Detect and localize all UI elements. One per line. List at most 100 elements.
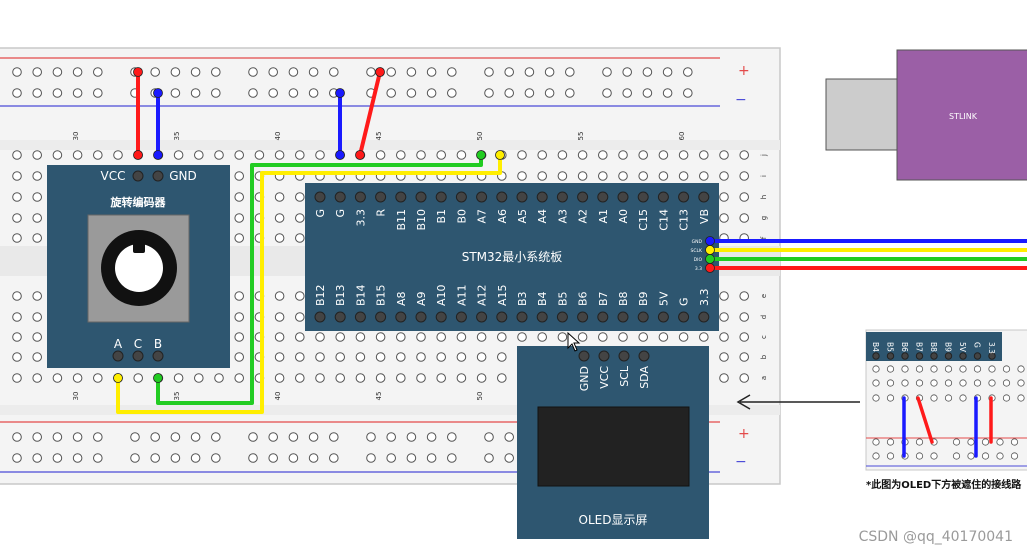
row-letter: e [760,294,768,298]
stm32-bottom-pin [678,311,690,323]
rail-hole [211,432,221,442]
rail-hole [150,453,160,463]
rail-hole [12,67,22,77]
breadboard-hole [416,352,426,362]
rail-hole [447,453,457,463]
inset-hole [930,394,938,402]
stm32-bottom-pin [455,311,467,323]
stm32-top-pin [597,191,609,203]
breadboard-hole [557,332,568,342]
stm32-top-pin-label: R [375,209,388,217]
wire-red-rail [358,70,382,157]
breadboard-hole [577,150,588,160]
breadboard-hole [12,352,22,362]
inset-pin [988,352,996,360]
breadboard-hole [739,312,750,322]
encoder-gnd-label: GND [169,169,197,183]
stm32-top-pin [698,191,710,203]
rail-hole [386,453,397,463]
stm32-bottom-pin [637,311,649,323]
breadboard-hole [234,332,244,342]
inset-wire-red-1 [916,396,934,444]
wire-end [375,67,385,77]
breadboard-hole [739,192,750,202]
inset-pin [959,352,967,360]
column-number-top: 55 [577,132,585,141]
stm32-top-pin [395,191,407,203]
breadboard-hole [396,373,406,383]
breadboard-hole [456,332,467,342]
breadboard-hole [537,150,548,160]
inset-note: *此图为OLED下方被遮住的接线路 [866,480,1022,491]
inset-hole [1017,379,1025,387]
rail-hole [426,432,437,442]
breadboard-hole [658,150,669,160]
inset-hole [1017,394,1025,402]
rail-hole [130,432,140,442]
row-letter: h [760,195,768,199]
breadboard-hole [12,192,22,202]
breadboard-hole [274,352,285,362]
rail-hole [72,88,83,98]
breadboard-hole [234,192,244,202]
wire-green-encoder-b [156,155,483,405]
wire-end [335,88,345,98]
rail-hole [93,432,103,442]
inset-hole [901,365,909,373]
breadboard-hole [52,373,63,383]
stm32-top-pin-label: B11 [395,209,408,231]
rail-hole [248,67,258,77]
breadboard-hole [12,332,22,342]
breadboard-hole [315,332,325,342]
rail-hole [288,453,299,463]
stm32-top-pin-label: C14 [657,209,670,231]
column-number-top: 35 [173,132,181,141]
rail-hole [642,88,653,98]
rail-hole [211,453,221,463]
rail-hole [308,88,319,98]
breadboard-hole [173,373,184,383]
breadboard-hole [295,213,305,223]
rail-hole [386,432,397,442]
breadboard-hole [638,332,649,342]
encoder-pin-gnd [152,170,164,182]
breadboard-hole [436,352,447,362]
rail-hole [426,453,437,463]
breadboard-hole [355,332,366,342]
breadboard-hole [537,171,548,181]
breadboard-hole [234,373,244,383]
breadboard-hole [234,233,244,243]
inset-rail-hole [952,452,961,460]
inset-hole [1002,379,1011,387]
breadboard-hole [517,171,527,181]
encoder-vcc-label: VCC [101,169,126,183]
rail-hole [12,432,22,442]
rail-hole [32,453,43,463]
rail-hole [170,453,181,463]
wire-end [705,245,715,255]
breadboard-hole [295,150,305,160]
inset-pin-label: B5 [886,342,895,352]
stm32-bottom-pin-label: B9 [637,291,650,306]
breadboard-hole [315,352,325,362]
stm32-bottom-pin [496,311,508,323]
stlink-body [896,49,1027,181]
stm32-bottom-pin-label: B3 [516,291,529,306]
breadboard-hole [739,291,750,301]
stm32-bottom-pin [354,311,366,323]
inset-pin [944,352,953,360]
rail-hole [150,67,160,77]
stm32-top-pin [455,191,467,203]
breadboard-hole [194,373,204,383]
wire-end [113,373,123,383]
inset-rail-hole [952,438,961,446]
breadboard-hole [476,332,487,342]
oled-title: OLED显示屏 [579,513,648,527]
top-rail-plus: + [738,63,750,79]
inset-hole [1002,394,1011,402]
row-letter: c [760,335,768,339]
stm32-bottom-pin [556,311,568,323]
